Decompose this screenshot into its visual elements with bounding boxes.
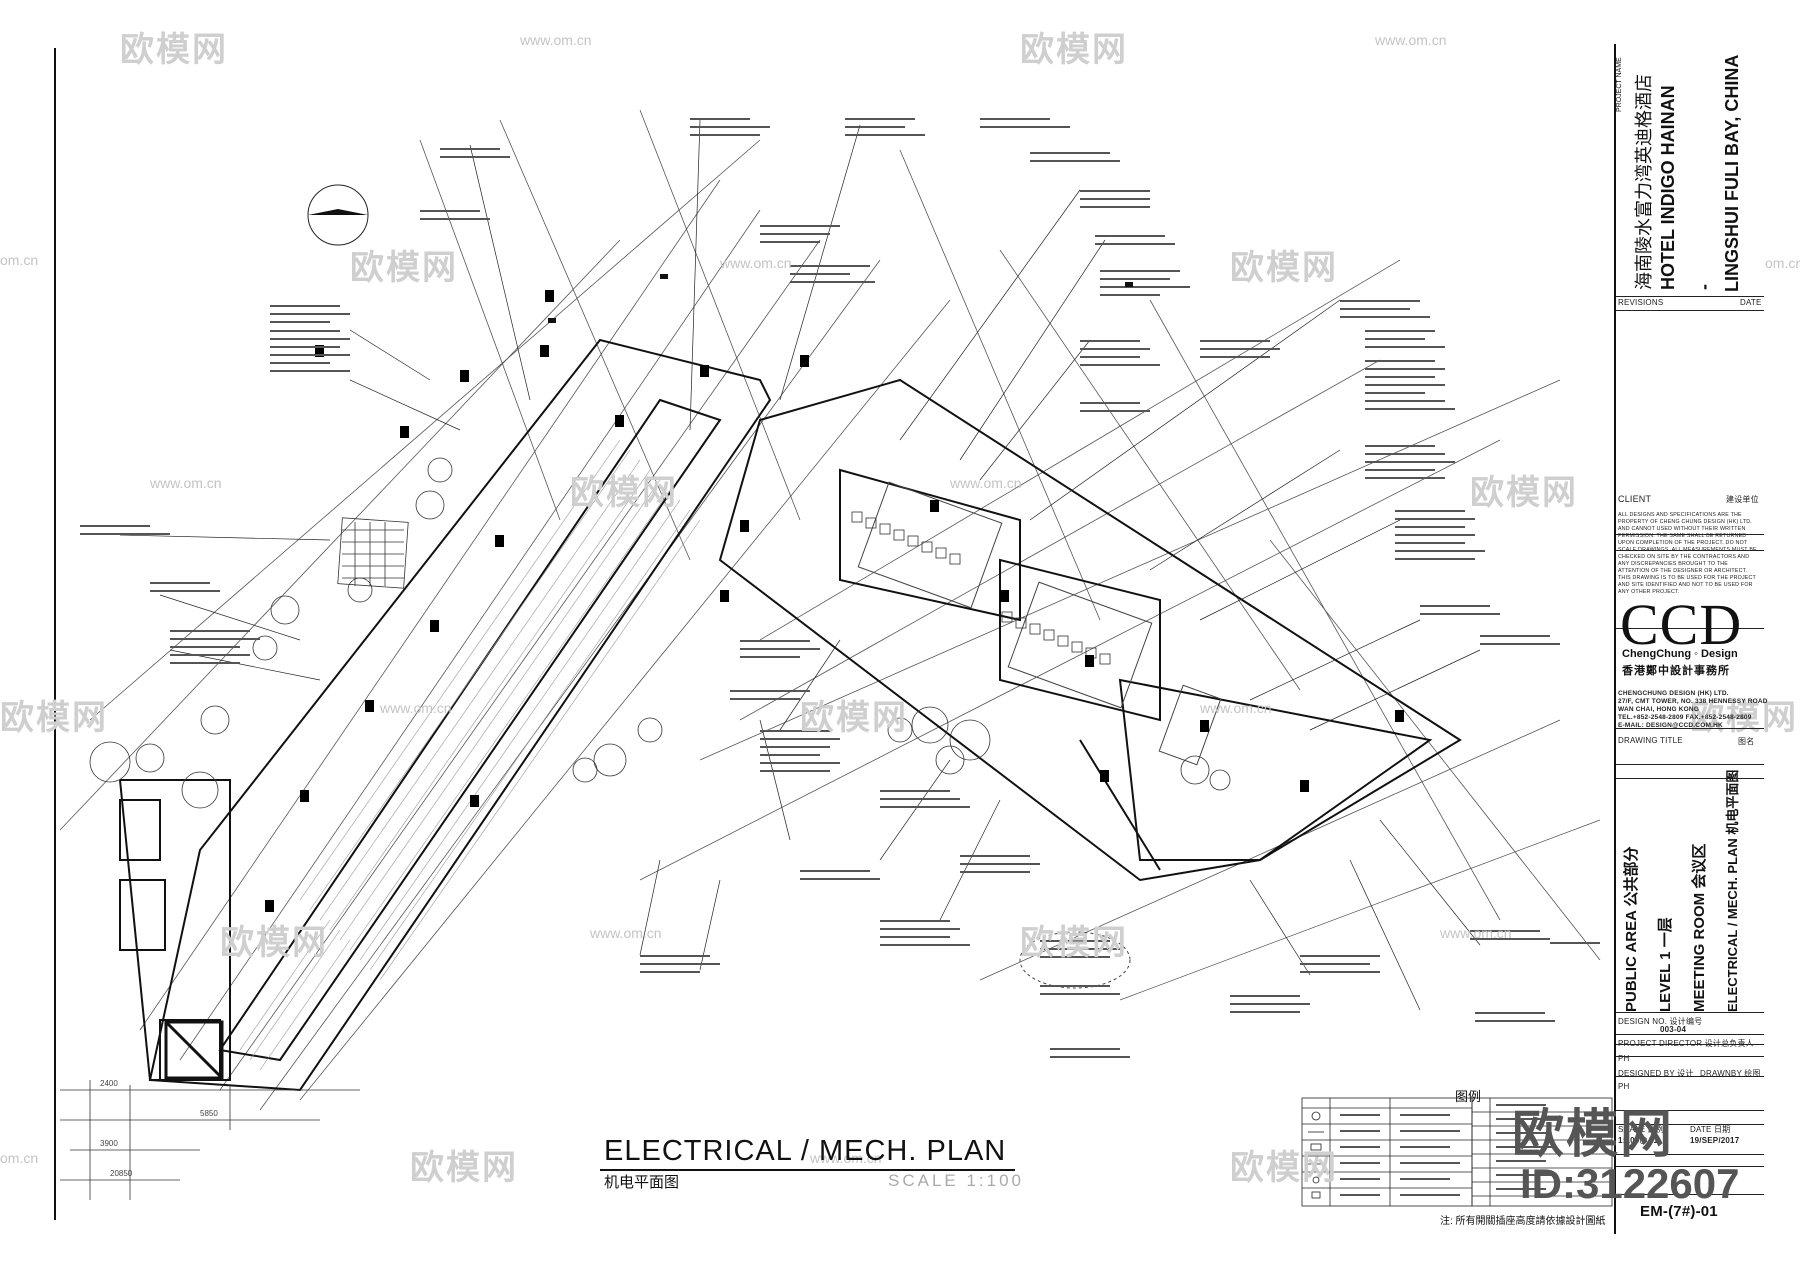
company-line-5: E-MAIL: DESIGN@CCD.COM.HK (1618, 722, 1723, 729)
large-watermark-id: ID:3122607 (1520, 1160, 1740, 1207)
watermark-brand: 欧模网 (1690, 699, 1798, 737)
date-label: DATE (1740, 298, 1762, 307)
watermark-url: www.om.cn (520, 32, 592, 48)
watermark-url: om.cn (0, 252, 39, 268)
design-no-label: DESIGN NO. 设计编号 (1618, 1017, 1703, 1026)
legend-title: 图例 (1455, 1089, 1482, 1104)
company-line-1: CHENGCHUNG DESIGN (HK) LTD. (1618, 690, 1729, 697)
watermark-brand: 欧模网 (220, 924, 328, 962)
watermark-url: www.om.cn (720, 255, 792, 271)
disclaimer-text: ALL DESIGNS AND SPECIFICATIONS ARE THE P… (1618, 512, 1757, 595)
ccd-logo: CCD (1620, 592, 1743, 657)
company-line-2: 27/F, CMT TOWER, NO. 338 HENNESSY ROAD (1618, 698, 1768, 705)
designed-by-label: DESIGNED BY 设计 (1618, 1069, 1694, 1078)
watermark-url: om.cn (0, 1150, 39, 1166)
project-name-dash: - (1694, 284, 1714, 290)
date2-label: DATE 日期 (1690, 1125, 1731, 1134)
plan-scale: SCALE 1:100 (888, 1171, 1025, 1190)
watermark-url: www.om.cn (1200, 700, 1272, 716)
drawing-title-cn-label: 图名 (1738, 737, 1755, 746)
sheet-number: EM-(7#)-01 (1640, 1203, 1718, 1220)
plan-title-cn: 机电平面图 (604, 1174, 680, 1191)
large-watermark-brand: 欧模网 (1512, 1106, 1675, 1164)
client-label: CLIENT (1618, 494, 1652, 504)
title-block (1614, 44, 1764, 1234)
drawn-by-label: DRAWNBY 绘图 (1700, 1069, 1761, 1078)
watermark-brand: 欧模网 (350, 249, 458, 287)
scale-value: 1:100@A1 (1618, 1136, 1659, 1145)
watermark-brand: 欧模网 (120, 31, 228, 69)
watermark-brand: 欧模网 (0, 699, 108, 737)
watermark-brand: 欧模网 (1230, 249, 1338, 287)
scale-label: SCALE 比例 (1618, 1125, 1665, 1134)
watermark-url: om.cn (1765, 255, 1800, 271)
project-name-label: PROJECT NAME (1616, 57, 1623, 112)
svg-text:2400: 2400 (100, 1079, 118, 1088)
watermark-brand: 欧模网 (1230, 1149, 1338, 1187)
svg-text:5850: 5850 (200, 1109, 218, 1118)
watermark-brand: 欧模网 (410, 1149, 518, 1187)
watermark-brand: 欧模网 (1470, 474, 1578, 512)
watermark-brand: 欧模网 (1020, 924, 1128, 962)
drawing-title-label: DRAWING TITLE (1618, 736, 1683, 745)
project-director-label: PROJECT DIRECTOR 设计总负责人 (1618, 1039, 1754, 1048)
designed-by-value: PH (1618, 1082, 1630, 1091)
client-cn: 建设单位 (1726, 495, 1759, 504)
drawing-title-line-1: PUBLIC AREA 公共部分 (1623, 846, 1640, 1012)
ccd-logo-cn: 香港鄭中設計事務所 (1622, 665, 1730, 677)
drawing-title-line-2: LEVEL 1 一层 (1657, 917, 1674, 1012)
watermark-url: www.om.cn (150, 475, 222, 491)
svg-text:20850: 20850 (110, 1169, 133, 1178)
design-no-value: 003-04 (1660, 1025, 1687, 1034)
north-arrow-icon (307, 184, 369, 246)
ccd-logo-sub: ChengChung ◦ Design (1622, 648, 1738, 660)
plan-title: ELECTRICAL / MECH. PLAN (604, 1135, 1007, 1167)
watermark-brand: 欧模网 (570, 474, 678, 512)
company-line-3: WAN CHAI, HONG KONG (1618, 706, 1700, 713)
watermark-url: www.om.cn (590, 925, 662, 941)
drawing-title-line-4: ELECTRICAL / MECH. PLAN 机电平面图 (1725, 769, 1740, 1012)
watermark-url: www.om.cn (810, 1150, 882, 1166)
date-value: 19/SEP/2017 (1690, 1136, 1740, 1145)
drawing-title-line-3: MEETING ROOM 会议区 (1691, 843, 1708, 1012)
legend-note: 注: 所有開關插座高度請依據設計圖紙 (1440, 1216, 1606, 1227)
watermark-url: www.om.cn (380, 700, 452, 716)
revisions-label: REVISIONS (1618, 298, 1664, 307)
project-director-value: PH (1618, 1054, 1630, 1063)
watermark-url: www.om.cn (950, 475, 1022, 491)
project-name-en-2: LINGSHUI FULI BAY, CHINA (1722, 54, 1742, 292)
watermark-brand: 欧模网 (800, 699, 908, 737)
project-name-en-1: HOTEL INDIGO HAINAN (1658, 85, 1678, 290)
company-line-4: TEL.+852-2548-2809 FAX.+852-2548-2809 (1618, 714, 1752, 721)
watermark-url: www.om.cn (1440, 925, 1512, 941)
svg-text:3900: 3900 (100, 1139, 118, 1148)
watermark-url: www.om.cn (1375, 32, 1447, 48)
watermark-brand: 欧模网 (1020, 31, 1128, 69)
project-name-cn: 海南陵水富力湾英迪格酒店 (1634, 74, 1654, 290)
